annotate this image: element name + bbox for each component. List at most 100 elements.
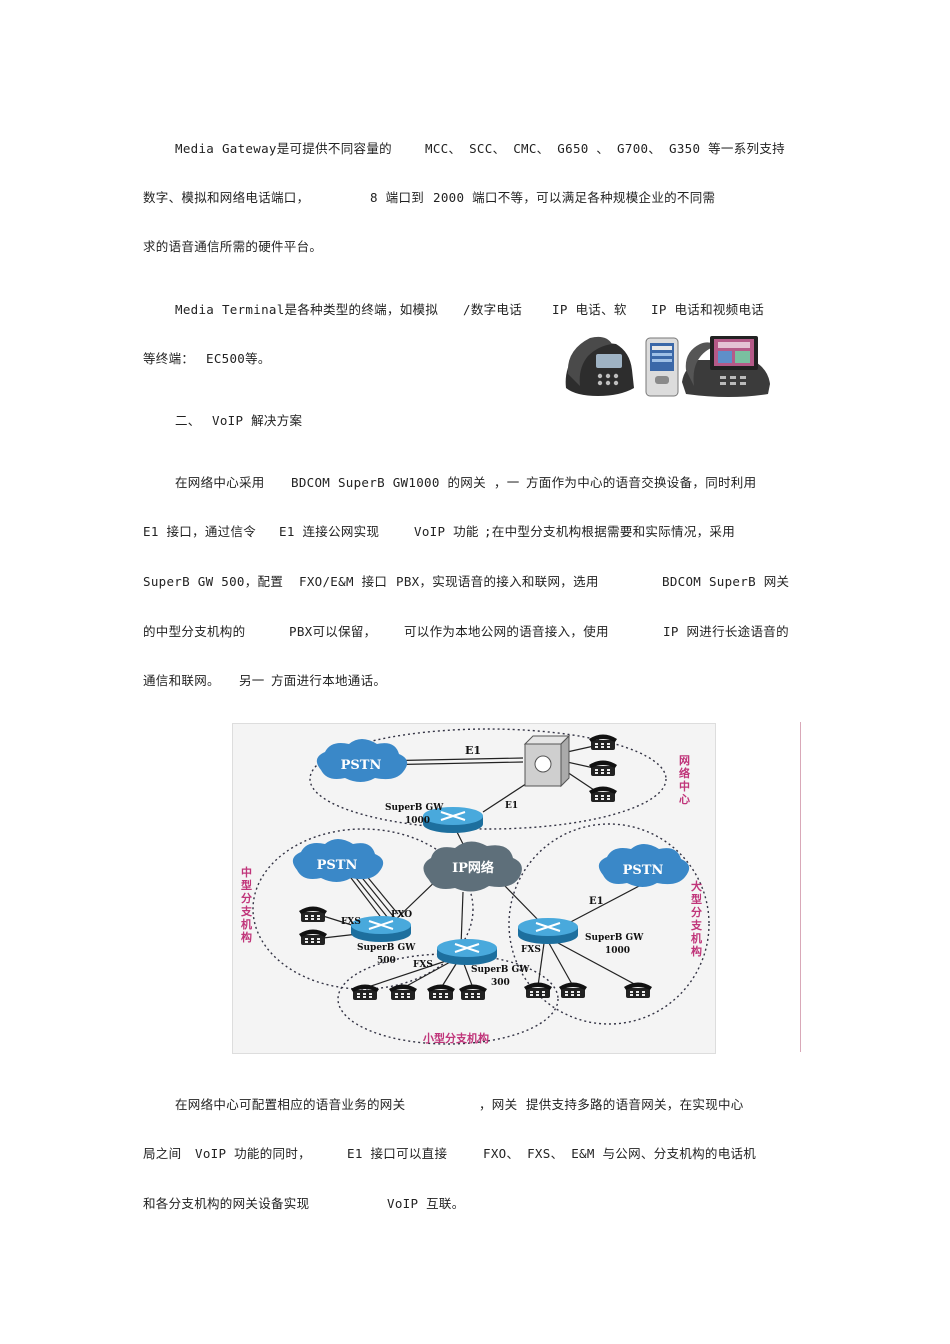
text-run: 可以作为本地公网的语音接入，使用 (404, 624, 609, 639)
text-run: VoIP 互联。 (387, 1196, 465, 1211)
text-run: IP 网进行长途语音的 (663, 624, 789, 639)
label-char: 中 (241, 865, 252, 879)
region-network-center (309, 728, 667, 830)
router-gw1000-large (517, 917, 579, 945)
text-run: VoIP 功能的同时， (195, 1146, 311, 1161)
pbx-device-icon (523, 734, 571, 788)
ip-network-label: IP网络 (452, 860, 494, 876)
fxo-label: FXO (391, 910, 412, 920)
ip-network-cloud (423, 841, 522, 892)
text-run: 数字、模拟和网络电话端口， (143, 190, 310, 205)
text-run: PBX可以保留， (289, 624, 377, 639)
network-diagram: PSTN PSTN PSTN IP网络 E1 E1 E1 SuperB GW 1… (232, 723, 716, 1054)
text-run: E1 接口，通过信令 (143, 524, 257, 539)
e1-label-top: E1 (465, 744, 481, 757)
fxs-label-medium: FXS (341, 917, 361, 927)
small-branch-label: 小型分支机构 (422, 1031, 489, 1045)
pda-phone-icon (645, 337, 679, 397)
e1-label-large: E1 (589, 896, 604, 907)
desk-phone-icon (565, 336, 634, 396)
label-char: 络 (679, 766, 690, 780)
telephone-icon (299, 906, 327, 922)
router-gw300 (436, 938, 498, 966)
pstn-label-medium: PSTN (317, 858, 358, 873)
label-char: 支 (240, 904, 253, 918)
telephone-icon (299, 929, 327, 945)
gw500-label-model: 500 (377, 956, 396, 966)
gw1000-large-label: SuperB GW (585, 933, 644, 943)
region-large-branch (508, 823, 710, 1025)
text-run: SuperB GW 500，配置 (143, 574, 284, 589)
text-run: VoIP 功能 (414, 524, 479, 539)
gw300-label: SuperB GW (471, 965, 530, 975)
text-run: 另一 (239, 673, 265, 688)
text-run: ，网关 (479, 1097, 518, 1112)
text-run: 的中型分支机构的 (143, 624, 246, 639)
label-char: 分 (241, 891, 252, 905)
telephone-icon (459, 984, 487, 1000)
telephone-icon (351, 984, 379, 1000)
gw300-label-model: 300 (491, 978, 510, 988)
telephone-icon (589, 760, 617, 776)
fxs-label-large: FXS (521, 945, 541, 955)
text-run: IP 电话和视频电话 (651, 302, 765, 317)
text-run: EC500等。 (206, 351, 271, 366)
text-run: 提供支持多路的语音网关，在实现中心 (526, 1097, 744, 1112)
text-run: IP 电话、软 (552, 302, 627, 317)
video-phone-icon (682, 336, 770, 397)
text-run: ;在中型分支机构根据需要和实际情况，采用 (484, 524, 736, 539)
label-char: 心 (679, 793, 690, 806)
text-run: BDCOM SuperB GW1000 的网关 (291, 475, 486, 490)
label-char: 型 (691, 892, 702, 906)
label-char: 机 (241, 917, 252, 931)
gw1000-center-label-model: 1000 (405, 816, 430, 826)
text-run: 求的语音通信所需的硬件平台。 (143, 239, 323, 254)
text-run: 8 端口到 (370, 190, 425, 205)
gw500-label: SuperB GW (357, 943, 416, 953)
label-char: 分 (691, 905, 702, 919)
telephone-icon (589, 734, 617, 750)
e1-label-center: E1 (505, 801, 518, 811)
text-run: E1 接口可以直接 (347, 1146, 448, 1161)
text-run: 通信和联网。 (143, 673, 220, 688)
heading-title: VoIP 解决方案 (212, 413, 303, 428)
text-run: E1 连接公网实现 (279, 524, 380, 539)
telephone-icon (559, 982, 587, 998)
large-branch-label: 大 型 分 支 机 构 (690, 879, 703, 958)
telephone-icon (524, 982, 552, 998)
heading-number: 二、 (175, 413, 201, 428)
text-run: FXO、 FXS、 E&M 与公网、分支机构的电话机 (483, 1146, 757, 1161)
label-char: 支 (690, 918, 703, 932)
label-char: 机 (691, 931, 702, 945)
label-char: 构 (241, 930, 252, 944)
gw1000-center-label: SuperB GW (385, 803, 444, 813)
text-run: Media Gateway是可提供不同容量的 (175, 141, 392, 156)
text-run: 方面进行本地通话。 (271, 673, 387, 688)
telephone-icon (389, 984, 417, 1000)
text-run: 方面作为中心的语音交换设备，同时利用 (526, 475, 757, 490)
label-char: 大 (691, 879, 702, 893)
text-run: Media Terminal是各种类型的终端，如模拟 (175, 302, 439, 317)
telephone-icon (427, 984, 455, 1000)
text-run: /数字电话 (463, 302, 523, 317)
text-run: 局之间 (143, 1146, 182, 1161)
margin-rule (800, 722, 801, 1052)
pstn-label-center: PSTN (341, 758, 382, 773)
network-center-label: 网 络 中 心 (679, 754, 690, 806)
text-run: ，一 (494, 475, 520, 490)
text-run: FXO/E&M 接口 (299, 574, 388, 589)
telephone-icon (589, 786, 617, 802)
text-run: 在网络中心采用 (175, 475, 265, 490)
label-char: 中 (679, 779, 690, 793)
region-medium-branch (252, 828, 474, 990)
gw1000-large-label-model: 1000 (605, 946, 630, 956)
text-run: BDCOM SuperB 网关 (662, 574, 790, 589)
fxs-label-small: FXS (413, 960, 433, 970)
telephone-icon (624, 982, 652, 998)
label-char: 网 (679, 754, 690, 767)
text-run: 在网络中心可配置相应的语音业务的网关 (175, 1097, 406, 1112)
pstn-label-large: PSTN (623, 863, 664, 878)
text-run: 等终端： (143, 351, 195, 366)
label-char: 型 (241, 878, 252, 892)
text-run: 2000 端口不等，可以满足各种规模企业的不同需 (433, 190, 716, 205)
